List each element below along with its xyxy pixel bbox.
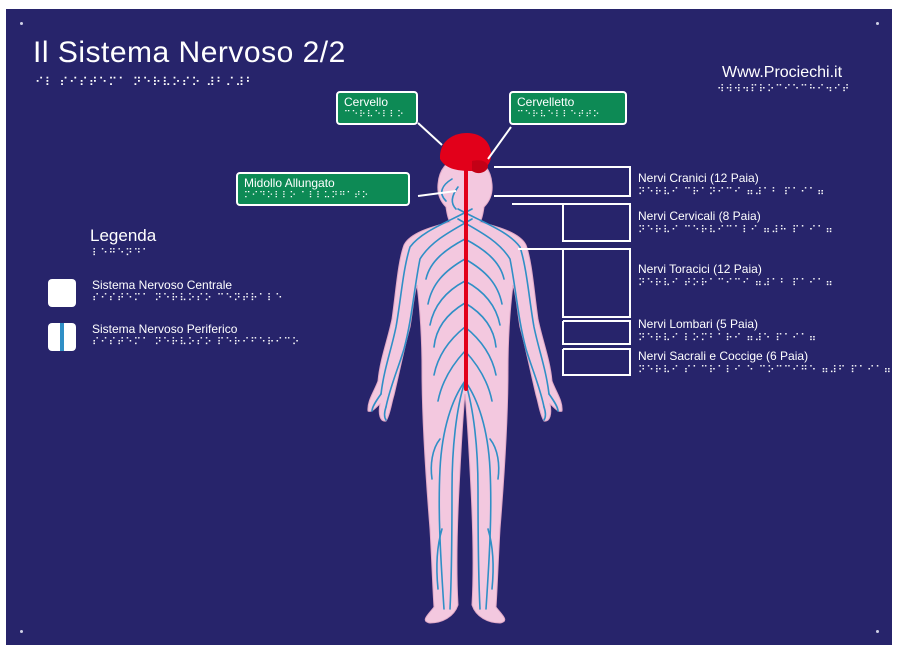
- callout-medulla-label: Midollo Allungato: [244, 176, 402, 190]
- nerve-group-sacral: Nervi Sacrali e Coccige (6 Paia) ⠝⠑⠗⠧⠊ ⠎…: [638, 349, 892, 376]
- brain-leader-line: [418, 123, 442, 145]
- bracket-sacral: [563, 349, 630, 375]
- nerve-group-braille: ⠝⠑⠗⠧⠊ ⠇⠕⠍⠃⠁⠗⠊ ⠶⠼⠑ ⠏⠁⠊⠁⠶: [638, 334, 817, 344]
- screw-top-left: [20, 22, 23, 25]
- legend-label-central: Sistema Nervoso Centrale: [92, 278, 232, 292]
- website-braille: ⠺⠺⠺⠲⠏⠗⠕⠉⠊⠑⠉⠓⠊⠲⠊⠞: [717, 85, 850, 95]
- legend-label-peripheral: Sistema Nervoso Periferico: [92, 322, 237, 336]
- nerve-group-label: Nervi Toracici (12 Paia): [638, 262, 834, 276]
- nerve-group-braille: ⠝⠑⠗⠧⠊ ⠎⠁⠉⠗⠁⠇⠊ ⠑ ⠉⠕⠉⠉⠊⠛⠑ ⠶⠼⠋ ⠏⠁⠊⠁⠶: [638, 366, 892, 376]
- bracket-lumbar: [563, 321, 630, 344]
- callout-brain: Cervello ⠉⠑⠗⠧⠑⠇⠇⠕: [336, 91, 418, 125]
- legend-title: Legenda: [90, 226, 156, 246]
- nerve-group-label: Nervi Lombari (5 Paia): [638, 317, 817, 331]
- nerve-group-label: Nervi Sacrali e Coccige (6 Paia): [638, 349, 892, 363]
- callout-brain-label: Cervello: [344, 95, 410, 109]
- nerve-group-label: Nervi Cervicali (8 Paia): [638, 209, 834, 223]
- bracket-cervical: [512, 204, 630, 241]
- callout-brain-braille: ⠉⠑⠗⠧⠑⠇⠇⠕: [344, 111, 410, 120]
- nerve-group-cervical: Nervi Cervicali (8 Paia) ⠝⠑⠗⠧⠊ ⠉⠑⠗⠧⠊⠉⠁⠇⠊…: [638, 209, 834, 236]
- title-braille: ⠊⠇ ⠎⠊⠎⠞⠑⠍⠁ ⠝⠑⠗⠧⠕⠎⠕ ⠼⠃⠌⠼⠃: [35, 76, 255, 88]
- nerve-group-lumbar: Nervi Lombari (5 Paia) ⠝⠑⠗⠧⠊ ⠇⠕⠍⠃⠁⠗⠊ ⠶⠼⠑…: [638, 317, 817, 344]
- bracket-cranial: [494, 167, 630, 196]
- cerebellum-leader-line: [488, 127, 511, 159]
- callout-cerebellum: Cervelletto ⠉⠑⠗⠧⠑⠇⠇⠑⠞⠞⠕: [509, 91, 627, 125]
- legend-swatch-central: [48, 279, 76, 307]
- legend-braille-peripheral: ⠎⠊⠎⠞⠑⠍⠁ ⠝⠑⠗⠧⠕⠎⠕ ⠏⠑⠗⠊⠋⠑⠗⠊⠉⠕: [92, 338, 300, 348]
- screw-bottom-right: [876, 630, 879, 633]
- callout-cerebellum-label: Cervelletto: [517, 95, 619, 109]
- nerve-group-braille: ⠝⠑⠗⠧⠊ ⠞⠕⠗⠁⠉⠊⠉⠊ ⠶⠼⠁⠃ ⠏⠁⠊⠁⠶: [638, 279, 834, 289]
- legend-swatch-peripheral: [48, 323, 76, 351]
- legend-braille-central: ⠎⠊⠎⠞⠑⠍⠁ ⠝⠑⠗⠧⠕⠎⠕ ⠉⠑⠝⠞⠗⠁⠇⠑: [92, 294, 284, 304]
- callout-medulla: Midollo Allungato ⠍⠊⠙⠕⠇⠇⠕ ⠁⠇⠇⠥⠝⠛⠁⠞⠕: [236, 172, 410, 206]
- braille-board: Il Sistema Nervoso 2/2 ⠊⠇ ⠎⠊⠎⠞⠑⠍⠁ ⠝⠑⠗⠧⠕⠎…: [6, 9, 892, 645]
- page-title: Il Sistema Nervoso 2/2: [33, 36, 346, 70]
- screw-top-right: [876, 22, 879, 25]
- nerve-group-thoracic: Nervi Toracici (12 Paia) ⠝⠑⠗⠧⠊ ⠞⠕⠗⠁⠉⠊⠉⠊ …: [638, 262, 834, 289]
- website-label: Www.Prociechi.it: [722, 64, 842, 82]
- callout-cerebellum-braille: ⠉⠑⠗⠧⠑⠇⠇⠑⠞⠞⠕: [517, 111, 619, 120]
- nerve-group-label: Nervi Cranici (12 Paia): [638, 171, 825, 185]
- nerve-group-braille: ⠝⠑⠗⠧⠊ ⠉⠗⠁⠝⠊⠉⠊ ⠶⠼⠁⠃ ⠏⠁⠊⠁⠶: [638, 188, 825, 198]
- callout-medulla-braille: ⠍⠊⠙⠕⠇⠇⠕ ⠁⠇⠇⠥⠝⠛⠁⠞⠕: [244, 192, 402, 201]
- legend-title-braille: ⠇⠑⠛⠑⠝⠙⠁: [92, 249, 150, 259]
- nerve-group-cranial: Nervi Cranici (12 Paia) ⠝⠑⠗⠧⠊ ⠉⠗⠁⠝⠊⠉⠊ ⠶⠼…: [638, 171, 825, 198]
- nerve-group-braille: ⠝⠑⠗⠧⠊ ⠉⠑⠗⠧⠊⠉⠁⠇⠊ ⠶⠼⠓ ⠏⠁⠊⠁⠶: [638, 226, 834, 236]
- screw-bottom-left: [20, 630, 23, 633]
